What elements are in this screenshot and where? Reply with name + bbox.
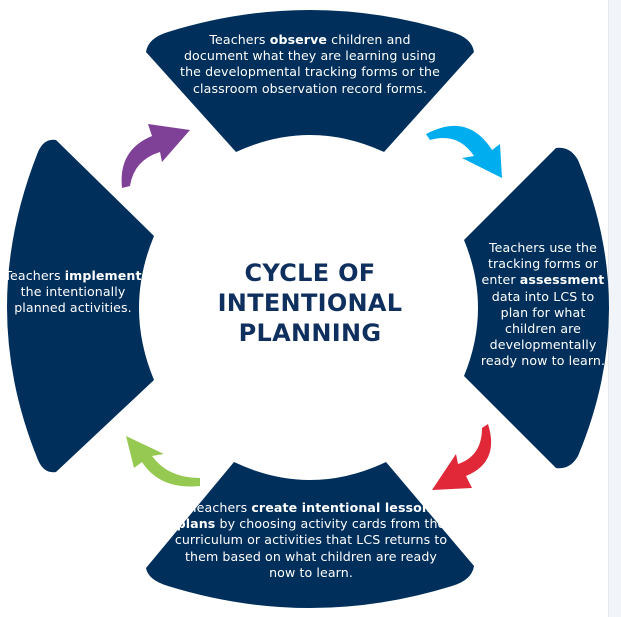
red-arrow-icon — [432, 424, 492, 490]
title-line-2: INTENTIONAL — [217, 289, 403, 317]
step-create-text: Teachers create intentional lesson plans… — [174, 500, 448, 581]
diagram-title: CYCLE OF INTENTIONAL PLANNING — [190, 258, 430, 348]
step-assessment-before: Teachers use the tracking forms or enter — [481, 240, 599, 288]
segment-bottom — [146, 462, 474, 608]
blue-arrow-icon — [426, 125, 502, 178]
step-implement-text: Teachers implement the intentionally pla… — [4, 268, 142, 317]
segment-top — [146, 10, 474, 152]
segment-right — [464, 147, 609, 469]
step-create-before: Teachers — [191, 500, 252, 515]
step-observe-before: Teachers — [209, 32, 270, 47]
purple-arrow-icon — [121, 124, 190, 188]
step-observe-bold: observe — [269, 32, 328, 47]
title-line-3: PLANNING — [238, 319, 382, 347]
step-implement-after: the intentionally planned activities. — [14, 284, 132, 316]
green-arrow-icon — [126, 436, 200, 487]
step-assessment-text: Teachers use the tracking forms or enter… — [478, 240, 608, 370]
step-observe-after: children and document what they are lear… — [180, 32, 440, 96]
title-line-1: CYCLE OF — [244, 259, 376, 287]
step-create-bold: create intentional lesson plans — [176, 500, 431, 532]
step-assessment-bold: assessment — [519, 272, 605, 288]
step-observe-text: Teachers observe children and document w… — [176, 32, 444, 97]
step-create-after: by choosing activity cards from the curr… — [174, 516, 448, 580]
step-implement-before: Teachers — [4, 268, 65, 283]
segment-left — [7, 139, 154, 473]
step-assessment-after: data into LCS to plan for what children … — [480, 288, 606, 369]
step-implement-bold: implement — [64, 268, 142, 283]
